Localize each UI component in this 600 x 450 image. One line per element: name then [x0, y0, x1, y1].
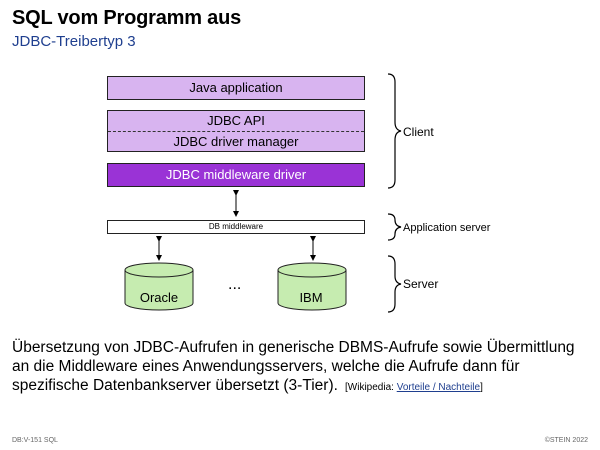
- server-brace: [387, 255, 402, 313]
- description-text: Übersetzung von JDBC-Aufrufen in generis…: [12, 339, 575, 394]
- citation-prefix: [Wikipedia:: [345, 382, 394, 393]
- ibm-label: IBM: [299, 290, 323, 305]
- client-brace: [387, 73, 402, 189]
- slide-subtitle: JDBC-Treibertyp 3: [12, 33, 136, 50]
- jdbc-driver-manager-label: JDBC driver manager: [173, 134, 299, 149]
- oracle-label: Oracle: [139, 290, 179, 305]
- client-label: Client: [403, 125, 434, 139]
- citation-suffix: ]: [480, 382, 483, 393]
- description-paragraph: Übersetzung von JDBC-Aufrufen in generis…: [12, 338, 588, 397]
- jdbc-api-box: JDBC API JDBC driver manager: [107, 110, 365, 152]
- footer-right: ©STEIN 2022: [544, 437, 588, 444]
- slide-title: SQL vom Programm aus: [12, 7, 242, 29]
- citation: [Wikipedia: Vorteile / Nachteile]: [342, 382, 483, 393]
- jdbc-api-label: JDBC API: [207, 113, 265, 128]
- db-middleware-box: DB middleware: [107, 220, 365, 234]
- ibm-cylinder: [277, 262, 347, 311]
- oracle-cylinder: [124, 262, 194, 311]
- ellipsis: ...: [228, 276, 242, 293]
- jdbc-middleware-driver-box: JDBC middleware driver: [107, 163, 365, 187]
- dashed-divider: [108, 131, 364, 132]
- footer-left: DB:V-151 SQL: [12, 437, 58, 444]
- wikipedia-link[interactable]: Vorteile / Nachteile: [396, 382, 481, 393]
- server-label: Server: [403, 277, 439, 291]
- app-server-brace: [387, 213, 402, 241]
- java-application-box: Java application: [107, 76, 365, 100]
- application-server-label: Application server: [403, 222, 491, 234]
